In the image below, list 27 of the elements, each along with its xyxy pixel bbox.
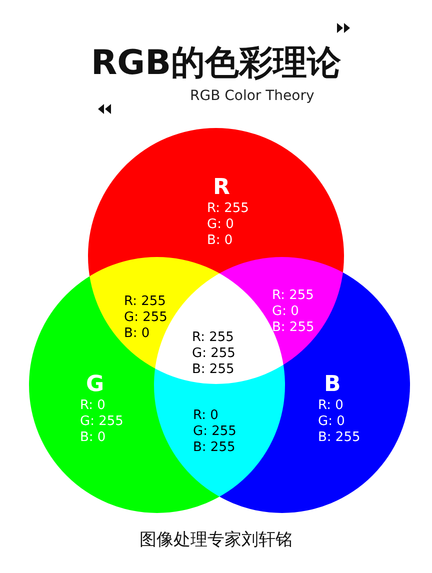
channel-letter: R bbox=[213, 175, 230, 201]
caption: 图像处理专家刘轩铭 bbox=[138, 529, 294, 551]
channel-value: G: 0 bbox=[272, 304, 299, 320]
channel-value: B: 255 bbox=[193, 440, 236, 456]
channel-value: B: 0 bbox=[207, 233, 233, 249]
channel-value: R: 255 bbox=[124, 294, 166, 310]
channel-value: R: 255 bbox=[192, 330, 234, 346]
channel-value: G: 0 bbox=[318, 414, 345, 430]
channel-letter: B bbox=[324, 372, 341, 398]
channel-value: R: 0 bbox=[193, 408, 218, 424]
channel-value: G: 0 bbox=[207, 217, 234, 233]
channel-value: R: 255 bbox=[207, 201, 249, 217]
channel-value: G: 255 bbox=[124, 310, 168, 326]
channel-value: R: 255 bbox=[272, 288, 314, 304]
channel-value: R: 0 bbox=[318, 398, 344, 414]
channel-value: B: 0 bbox=[124, 326, 150, 342]
subtitle: RGB Color Theory bbox=[190, 88, 314, 104]
title: RGB的色彩理论 bbox=[90, 42, 342, 85]
channel-value: B: 255 bbox=[272, 320, 314, 336]
channel-value: G: 255 bbox=[80, 414, 124, 430]
channel-value: G: 255 bbox=[192, 346, 236, 362]
channel-value: G: 255 bbox=[193, 424, 236, 440]
channel-value: R: 0 bbox=[80, 398, 106, 414]
channel-value: B: 0 bbox=[80, 430, 106, 446]
channel-value: B: 255 bbox=[192, 362, 234, 378]
channel-letter: G bbox=[86, 372, 104, 398]
channel-value: B: 255 bbox=[318, 430, 360, 446]
